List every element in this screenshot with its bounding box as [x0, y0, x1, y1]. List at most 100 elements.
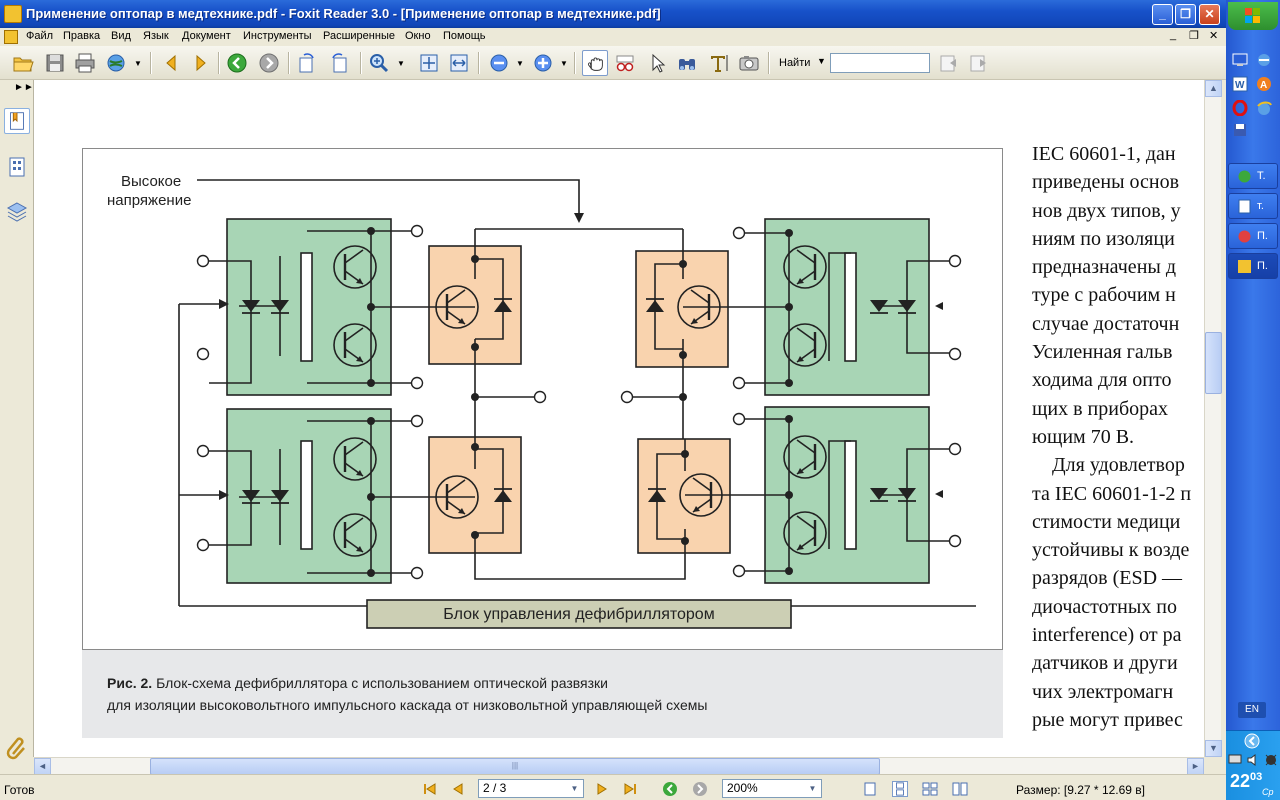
find-binoculars-icon[interactable] — [676, 52, 698, 74]
prev-page-status-icon[interactable] — [450, 781, 466, 797]
fit-width-icon[interactable] — [448, 52, 470, 74]
title-bar[interactable]: Применение оптопар в медтехнике.pdf - Fo… — [0, 0, 1226, 28]
first-page-icon[interactable] — [422, 781, 438, 797]
vertical-scrollbar[interactable]: ▲ ▼ — [1204, 80, 1222, 757]
volume-tray-icon[interactable] — [1246, 753, 1260, 767]
typewriter-text-icon[interactable] — [708, 52, 730, 74]
antivirus-tray-icon[interactable] — [1264, 753, 1278, 767]
back-status-icon[interactable] — [662, 781, 678, 797]
back-icon[interactable] — [226, 52, 248, 74]
taskbar-button-3[interactable]: П. — [1228, 223, 1278, 249]
document-view[interactable]: Высокое напряжение Блок управления дефиб… — [34, 80, 1204, 757]
document-menu-icon[interactable] — [4, 30, 18, 44]
last-page-icon[interactable] — [622, 781, 638, 797]
find-previous-icon[interactable] — [938, 52, 960, 74]
find-next-icon[interactable] — [968, 52, 990, 74]
zoom-in-dropdown-arrow[interactable]: ▼ — [560, 59, 568, 68]
next-page-icon[interactable] — [190, 52, 212, 74]
caption-line2: для изоляции высоковольтного импульсного… — [107, 697, 708, 713]
fit-page-icon[interactable] — [418, 52, 440, 74]
save-icon[interactable] — [44, 52, 66, 74]
snapshot-camera-icon[interactable] — [738, 52, 760, 74]
maximize-button[interactable]: ❐ — [1175, 4, 1196, 25]
text-line: ющим 70 В. — [1032, 425, 1135, 448]
mdi-restore-button[interactable]: ❐ — [1189, 30, 1199, 42]
zoom-combo-arrow-icon[interactable]: ▼ — [808, 784, 817, 793]
mdi-close-button[interactable]: ✕ — [1209, 30, 1219, 42]
zoom-out-dropdown-arrow[interactable]: ▼ — [516, 59, 524, 68]
bookmarks-icon[interactable] — [4, 108, 30, 134]
text-select-glasses-icon[interactable] — [614, 52, 636, 74]
ie-quicklaunch-icon[interactable] — [1256, 52, 1272, 68]
next-page-status-icon[interactable] — [594, 781, 610, 797]
zoom-in-magnifier-icon[interactable] — [368, 52, 390, 74]
word-icon[interactable]: W — [1232, 76, 1248, 92]
internet-explorer-icon[interactable] — [1256, 100, 1272, 116]
pdf-page: Высокое напряжение Блок управления дефиб… — [34, 80, 1204, 757]
menu-tools[interactable]: Инструменты — [243, 30, 312, 42]
opera-icon[interactable] — [1232, 100, 1248, 116]
select-arrow-icon[interactable] — [646, 52, 668, 74]
print-icon[interactable] — [74, 52, 96, 74]
zoom-level-combo[interactable]: 200% ▼ — [722, 779, 822, 798]
avast-icon[interactable]: A — [1256, 76, 1272, 92]
zoom-dropdown-arrow[interactable]: ▼ — [397, 59, 405, 68]
single-page-view-icon[interactable] — [862, 781, 878, 797]
system-tray: 2203 Ср — [1226, 730, 1280, 800]
horizontal-scrollbar[interactable]: ◄ ||| ► — [34, 757, 1204, 775]
minimize-button[interactable]: _ — [1152, 4, 1173, 25]
start-button[interactable] — [1228, 2, 1278, 30]
rotate-right-icon[interactable] — [328, 52, 350, 74]
mdi-minimize-button[interactable]: _ — [1170, 29, 1177, 41]
scroll-up-arrow-icon[interactable]: ▲ — [1205, 80, 1222, 97]
foxit-app-icon[interactable] — [4, 5, 22, 23]
menu-view[interactable]: Вид — [111, 30, 131, 42]
zoom-in-icon[interactable] — [532, 52, 554, 74]
navigation-panel: ►► — [0, 80, 34, 760]
page-combo-arrow-icon[interactable]: ▼ — [570, 784, 579, 793]
facing-view-icon[interactable] — [922, 781, 938, 797]
continuous-facing-view-icon[interactable] — [952, 781, 968, 797]
page-number-combo[interactable]: 2 / 3 ▼ — [478, 779, 584, 798]
forward-status-icon[interactable] — [692, 781, 708, 797]
hand-tool-icon[interactable] — [582, 50, 608, 76]
taskbar-button-1[interactable]: Т. — [1228, 163, 1278, 189]
page-thumbnails-icon[interactable] — [4, 154, 30, 180]
menu-advanced[interactable]: Расширенные — [323, 30, 395, 42]
menu-edit[interactable]: Правка — [63, 30, 101, 42]
menu-window[interactable]: Окно — [405, 30, 431, 42]
find-options-arrow[interactable]: ▼ — [817, 56, 826, 66]
open-folder-icon[interactable] — [12, 52, 34, 74]
floppy-icon[interactable] — [1232, 122, 1248, 138]
task-document-icon — [1238, 199, 1251, 214]
scroll-left-arrow-icon[interactable]: ◄ — [34, 758, 51, 775]
taskbar-button-foxit[interactable]: П. — [1228, 253, 1278, 279]
menu-file[interactable]: Файл — [26, 30, 54, 42]
layers-icon[interactable] — [4, 198, 30, 224]
zoom-out-icon[interactable] — [488, 52, 510, 74]
email-globe-icon[interactable] — [106, 52, 128, 74]
menu-help[interactable]: Помощь — [443, 30, 486, 42]
attachment-paperclip-icon[interactable] — [4, 734, 30, 760]
task-app-icon — [1238, 170, 1251, 183]
clock[interactable]: 2203 — [1230, 771, 1262, 792]
network-tray-icon[interactable] — [1228, 753, 1242, 767]
scroll-right-arrow-icon[interactable]: ► — [1187, 758, 1204, 775]
menu-document[interactable]: Документ — [182, 30, 231, 42]
email-dropdown-arrow[interactable]: ▼ — [134, 59, 142, 68]
show-desktop-icon[interactable] — [1232, 52, 1248, 68]
tray-expand-icon[interactable] — [1244, 733, 1260, 749]
vertical-scroll-thumb[interactable] — [1205, 332, 1222, 394]
forward-icon[interactable] — [258, 52, 280, 74]
taskbar-button-2[interactable]: т. — [1228, 193, 1278, 219]
scroll-down-arrow-icon[interactable]: ▼ — [1205, 740, 1222, 757]
close-button[interactable]: ✕ — [1199, 4, 1220, 25]
expand-panel-arrows-icon[interactable]: ►► — [14, 82, 34, 93]
language-indicator[interactable]: EN — [1238, 702, 1266, 718]
menu-language[interactable]: Язык — [143, 30, 169, 42]
continuous-view-icon[interactable] — [892, 781, 908, 797]
previous-page-icon[interactable] — [160, 52, 182, 74]
horizontal-scroll-thumb[interactable]: ||| — [150, 758, 880, 775]
rotate-left-icon[interactable] — [296, 52, 318, 74]
find-input[interactable] — [830, 53, 930, 73]
